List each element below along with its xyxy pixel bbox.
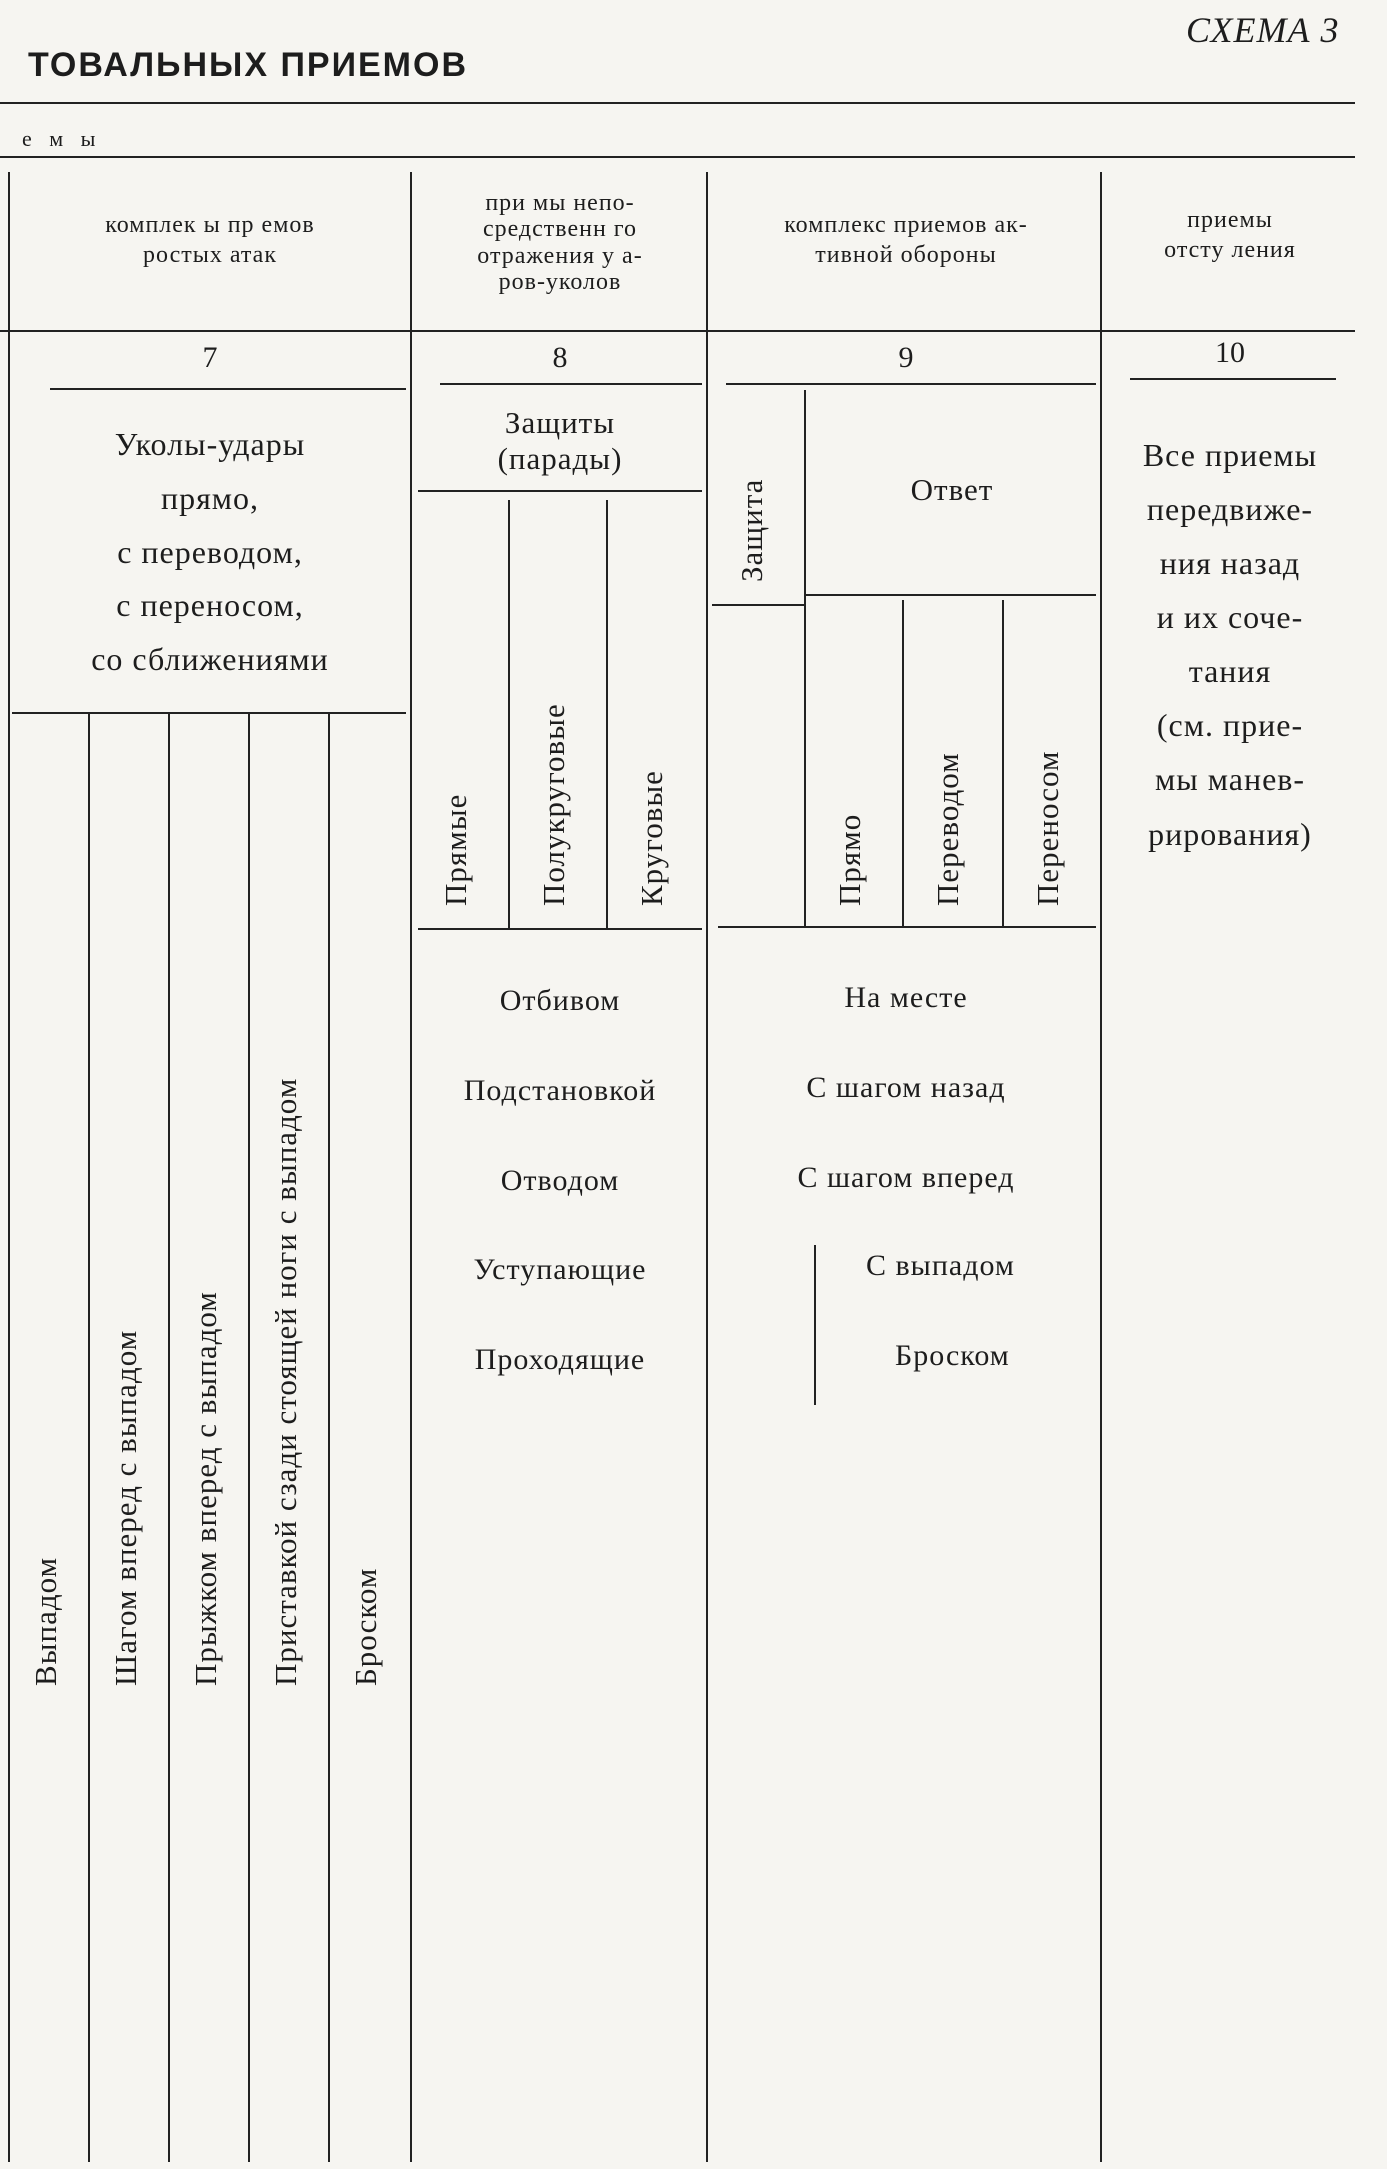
column-9-answer-subitem: Прямо [832,813,867,906]
second-rule [0,156,1355,158]
column-divider [8,172,10,2162]
column-7-sub-divider [168,714,170,2162]
column-9-number: 9 [898,341,914,374]
column-7-group-line: с переводом, [117,533,303,570]
column-8-subitem: Полукруговые [536,703,571,906]
column-8-subitem: Прямые [438,793,473,906]
column-8-group: Защиты (парады) [420,405,700,476]
page-title: ТОВАЛЬНЫХ ПРИЕМОВ [28,46,469,84]
column-8-sub-divider [606,500,608,928]
column-7-header-line: комплек ы пр емов [105,212,315,238]
column-9-header-line: тивной обороны [815,242,997,268]
number-rule [726,383,1096,385]
column-10-text: Все приемы передвиже- ния назад и их соч… [1110,428,1350,861]
column-8-header-line: ров-уколов [498,269,622,296]
column-8-header-line: отражения у а- [477,242,643,269]
column-10-header-line: приемы [1187,207,1273,233]
column-10-line: Все приемы [1142,437,1318,473]
column-10-line: (см. прие- [1156,707,1304,744]
column-10-line: тания [1188,653,1272,690]
column-9-header: комплекс приемов ак- тивной обороны [716,210,1096,270]
column-8-method: Уступающие [473,1253,647,1286]
column-7-number: 7 [202,341,218,374]
page-subtitle: е м ы [22,126,102,151]
column-7-sub-divider [248,714,250,2162]
column-10-line: передвиже- [1146,491,1314,528]
column-8-header-line: при мы непо- [485,190,635,216]
column-9-answer-rule [806,594,1096,596]
column-10-header: приемы отсту ления [1110,205,1350,265]
column-9-header-line: комплекс приемов ак- [784,212,1028,238]
column-9-answer-subitem: Переводом [930,752,965,906]
column-7-group-rule [12,712,406,714]
column-divider [410,172,412,2162]
column-8-subitem: Круговые [634,770,669,906]
column-9-method: С выпадом [866,1249,1015,1282]
column-8-method: Проходящие [474,1343,646,1376]
column-7-subitem: Приставкой сзади стоящей ноги с выпадом [268,1077,303,1686]
column-7-sub-divider [88,714,90,2162]
schema-label: СХЕМА 3 [1186,10,1340,50]
column-8-header: при мы непо- средственн го отражения у а… [420,190,700,296]
column-7-group-line: Уколы-удары [114,426,306,462]
column-7-group-line: с переносом, [116,587,304,624]
column-10-header-line: отсту ления [1164,237,1296,263]
column-8-sub-divider [508,500,510,928]
column-7-header: комплек ы пр емов ростых атак [20,210,400,270]
column-10-line: и их соче- [1156,599,1304,636]
column-9-defense-label: Защита [734,478,769,582]
column-9-answer-subitem: Переносом [1030,750,1065,906]
column-8-group-line: Защиты [504,405,616,440]
column-8-number: 8 [552,341,568,374]
column-9-defense-divider [804,390,806,926]
header-bottom-rule [0,330,1355,332]
column-9-method: С шагом вперед [797,1161,1015,1194]
column-10-line: рирования) [1148,815,1312,852]
number-rule [50,388,406,390]
column-divider [706,172,708,2162]
column-8-method: Отводом [500,1164,620,1197]
column-7-subitem: Шагом вперед с выпадом [108,1329,143,1686]
column-10-number: 10 [1215,336,1245,369]
column-8-method: Подстановкой [463,1074,657,1107]
column-8-header-line: средственн го [482,216,638,243]
column-9-method: Броском [895,1339,1010,1372]
column-8-group-rule [418,490,702,492]
column-7-header-line: ростых атак [143,242,277,268]
column-7-group-line: прямо, [160,479,260,516]
column-8-group-line: (парады) [497,440,623,476]
column-9-defense-rule [712,604,804,606]
column-7-sub-divider [328,714,330,2162]
top-rule [0,102,1355,104]
number-rule [440,383,702,385]
column-10-line: ния назад [1159,545,1301,582]
column-7-group-line: со сближениями [91,641,329,677]
column-9-sub-divider [1002,600,1004,926]
column-9-method: С шагом назад [806,1071,1006,1104]
column-8-subitem-rule [418,928,702,930]
column-7-subitem: Выпадом [28,1556,63,1686]
column-7-subitem: Прыжком вперед с выпадом [188,1291,223,1686]
column-9-sub-divider [902,600,904,926]
column-divider [1100,172,1102,2162]
column-9-method: На месте [844,981,968,1014]
column-7-group: Уколы-удары прямо, с переводом, с перено… [20,418,400,687]
column-10-line: мы манев- [1154,761,1306,798]
column-9-subitem-rule [718,926,1096,928]
number-rule [1130,378,1336,380]
column-7-subitem: Броском [348,1567,383,1686]
column-9-bracket [814,1245,816,1405]
column-9-answer-label: Ответ [910,472,994,507]
column-8-method: Отбивом [499,984,621,1017]
